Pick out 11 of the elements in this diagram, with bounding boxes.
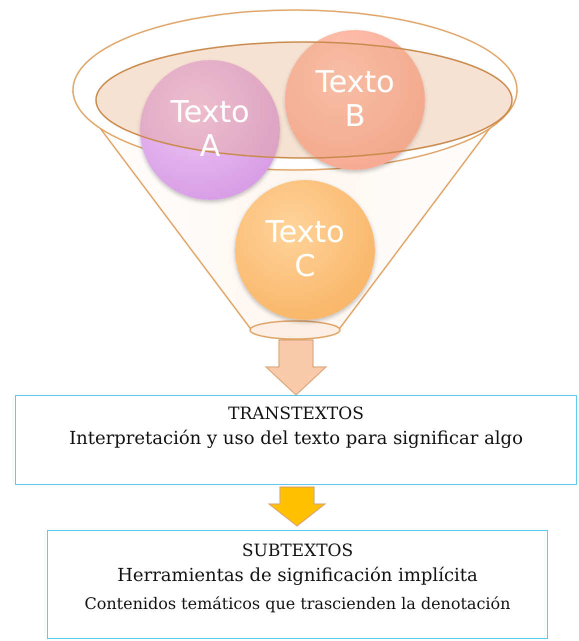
text-box [15, 395, 577, 485]
box-text: Contenidos temáticos que trascienden la denotación [84, 594, 510, 613]
block-arrow [264, 340, 328, 396]
text-box [47, 530, 548, 639]
box-heading: TRANSTEXTOS [228, 404, 364, 424]
circle-label: Texto B [314, 66, 396, 134]
box-text: Interpretación y uso del texto para significar algo [69, 428, 523, 449]
box-heading: SUBTEXTOS [242, 541, 354, 561]
circle-label: Texto C [264, 216, 346, 284]
block-arrow [268, 486, 326, 527]
box-text: Herramientas de significación implícita [117, 565, 478, 586]
